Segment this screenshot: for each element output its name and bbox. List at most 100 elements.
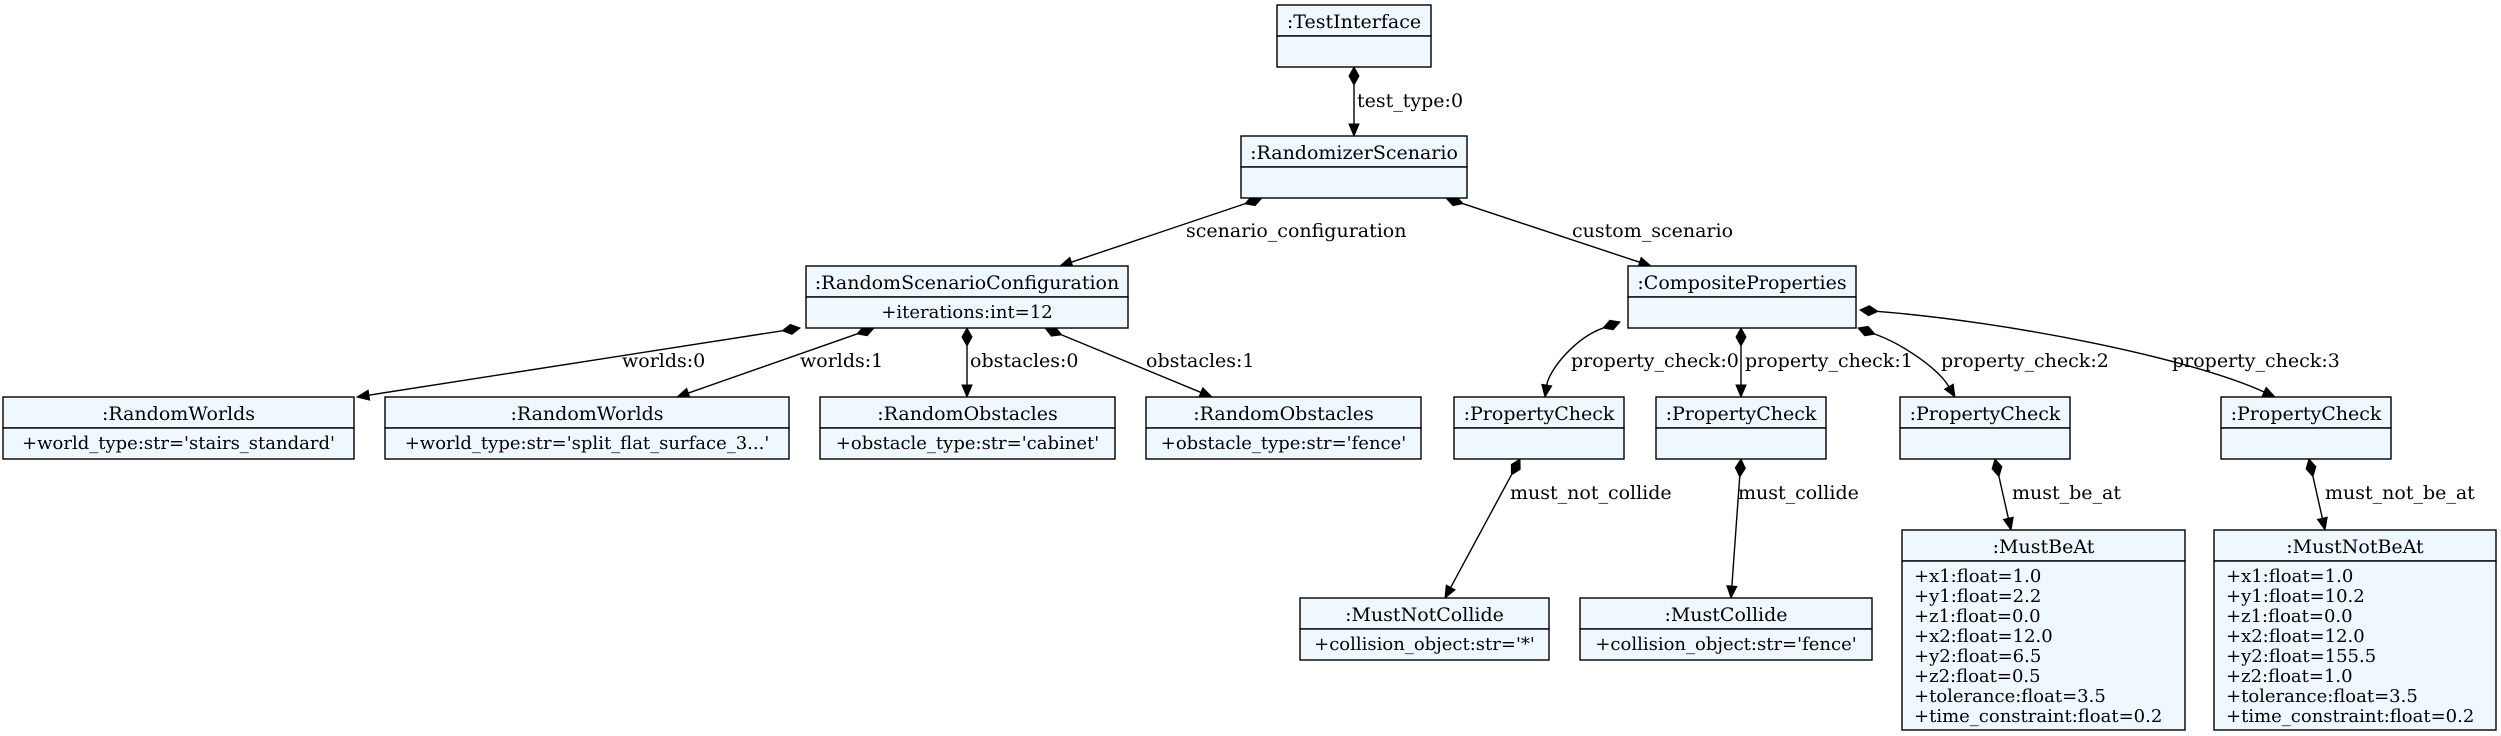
composition-diamond [1510,458,1521,476]
edge-label: property_check:0 [1571,350,1739,372]
random-obstacles-1-title-box [1145,396,1422,429]
edge-line [1874,333,1950,388]
random-obstacles-1-attr-box [1145,427,1422,460]
must-not-collide-title-box [1299,597,1550,630]
arrowhead [2002,516,2014,532]
edge-must-not-be-at: must_not_be_at [2305,457,2475,532]
property-check-1-attr-box [1655,427,1827,460]
must-be-at-attr: +x1:float=1.0 [1914,566,2041,587]
edge-property-check-1: property_check:1 [1735,326,1913,399]
random-obstacles-0-attr: +obstacle_type:str='cabinet' [836,433,1099,454]
property-check-2-node: :PropertyCheck [1899,396,2071,460]
edge-label: must_collide [1738,482,1859,504]
property-check-2-title-box [1899,396,2071,429]
property-check-3-title-box [2220,396,2392,429]
must-be-at-attr: +y2:float=6.5 [1914,646,2041,667]
arrowhead [2316,516,2328,532]
random-scenario-configuration-attr-box [805,296,1129,329]
arrowhead [1726,585,1738,600]
random-obstacles-1-title: :RandomObstacles [1193,403,1374,425]
must-be-at-attr: +x2:float=12.0 [1914,626,2053,647]
must-not-be-at-attr: +z2:float=1.0 [2226,666,2353,687]
edge-line [1546,327,1604,386]
composition-diamond [1348,65,1360,87]
composition-diamond [781,323,802,335]
composition-diamond [1735,326,1747,348]
random-worlds-1-node: :RandomWorlds+world_type:str='split_flat… [384,396,790,460]
edge-property-check-2: property_check:2 [1857,325,2109,399]
must-not-be-at-node: :MustNotBeAt+x1:float=1.0+y1:float=10.2+… [2213,529,2497,731]
edge-custom-scenario: custom_scenario [1445,195,1733,268]
edge-label: scenario_configuration [1186,220,1407,242]
composition-diamond [1734,457,1746,478]
must-be-at-attr: +time_constraint:float=0.2 [1914,706,2162,727]
randomizer-scenario-node: :RandomizerScenario [1240,135,1468,199]
edge-line [1450,474,1513,588]
test-interface-title: :TestInterface [1287,11,1421,33]
composite-properties-node: :CompositeProperties [1627,265,1857,329]
nodes-layer: :TestInterface :RandomizerScenario :Random… [2,4,2497,731]
must-not-be-at-attr: +z1:float=0.0 [2226,606,2353,627]
must-not-collide-title: :MustNotCollide [1345,604,1504,626]
arrowhead [1943,383,1956,399]
must-collide-node: :MustCollide +collision_object:str='fence… [1579,597,1873,661]
property-check-1-title: :PropertyCheck [1666,403,1817,425]
edge-obstacles-1: obstacles:1 [1044,326,1255,398]
arrowhead [1541,383,1553,399]
random-worlds-1-attr-box [384,427,790,460]
composition-diamond [1991,457,2003,478]
must-collide-title: :MustCollide [1664,604,1787,626]
must-collide-attr: +collision_object:str='fence' [1595,634,1856,655]
edge-worlds-0: worlds:0 [355,323,802,401]
arrowhead [1348,123,1360,138]
must-not-be-at-attr: +y2:float=155.5 [2226,646,2376,667]
random-obstacles-0-title: :RandomObstacles [877,403,1058,425]
test-interface-node: :TestInterface [1276,4,1432,68]
random-worlds-0-attr-box [2,427,355,460]
random-scenario-configuration-attr: +iterations:int=12 [881,302,1052,323]
must-not-collide-node: :MustNotCollide+collision_object:str='*' [1299,597,1550,661]
must-not-be-at-title: :MustNotBeAt [2286,536,2424,558]
must-not-be-at-attr: +tolerance:float=3.5 [2226,686,2418,707]
random-worlds-1-title-box [384,396,790,429]
random-obstacles-1-attr: +obstacle_type:str='fence' [1161,433,1406,454]
arrowhead [2261,386,2277,398]
edge-label: obstacles:1 [1146,350,1255,372]
randomizer-scenario-attr-box [1240,166,1468,199]
property-check-2-attr-box [1899,427,2071,460]
edge-label: must_not_be_at [2325,482,2475,504]
edge-label: must_not_collide [1510,482,1672,504]
random-worlds-1-title: :RandomWorlds [510,403,663,425]
must-not-be-at-attr: +x2:float=12.0 [2226,626,2365,647]
random-worlds-0-node: :RandomWorlds+world_type:str='stairs_sta… [2,396,355,460]
composition-diamond [1602,319,1621,331]
must-be-at-attr: +z2:float=0.5 [1914,666,2041,687]
edge-worlds-1: worlds:1 [675,325,883,399]
random-scenario-configuration-title-box [805,265,1129,298]
edge-must-collide: must_collide [1726,457,1859,600]
edge-must-be-at: must_be_at [1991,457,2121,532]
edge-label: worlds:1 [800,350,883,372]
property-check-1-title-box [1655,396,1827,429]
must-be-at-attr: +z1:float=0.0 [1914,606,2041,627]
random-worlds-0-title: :RandomWorlds [102,403,255,425]
edge-property-check-0: property_check:0 [1541,319,1739,399]
random-obstacles-0-title-box [819,396,1116,429]
composition-diamond [1858,305,1879,317]
property-check-0-title: :PropertyCheck [1464,403,1615,425]
must-not-be-at-attr: +x1:float=1.0 [2226,566,2353,587]
composition-diamond [2305,457,2317,478]
randomizer-scenario-title: :RandomizerScenario [1250,142,1458,164]
edge-property-check-3: property_check:3 [1858,305,2340,398]
must-be-at-attr: +tolerance:float=3.5 [1914,686,2106,707]
property-check-1-node: :PropertyCheck [1655,396,1827,460]
edge-test-type-0: test_type:0 [1348,65,1463,138]
edge-line [1061,334,1202,394]
composition-diamond [961,326,973,348]
property-check-0-attr-box [1453,427,1625,460]
property-check-0-node: :PropertyCheck [1453,396,1625,460]
must-be-at-node: :MustBeAt+x1:float=1.0+y1:float=2.2+z1:f… [1901,529,2186,731]
composition-diamond [1857,325,1876,337]
property-check-3-title: :PropertyCheck [2231,403,2382,425]
